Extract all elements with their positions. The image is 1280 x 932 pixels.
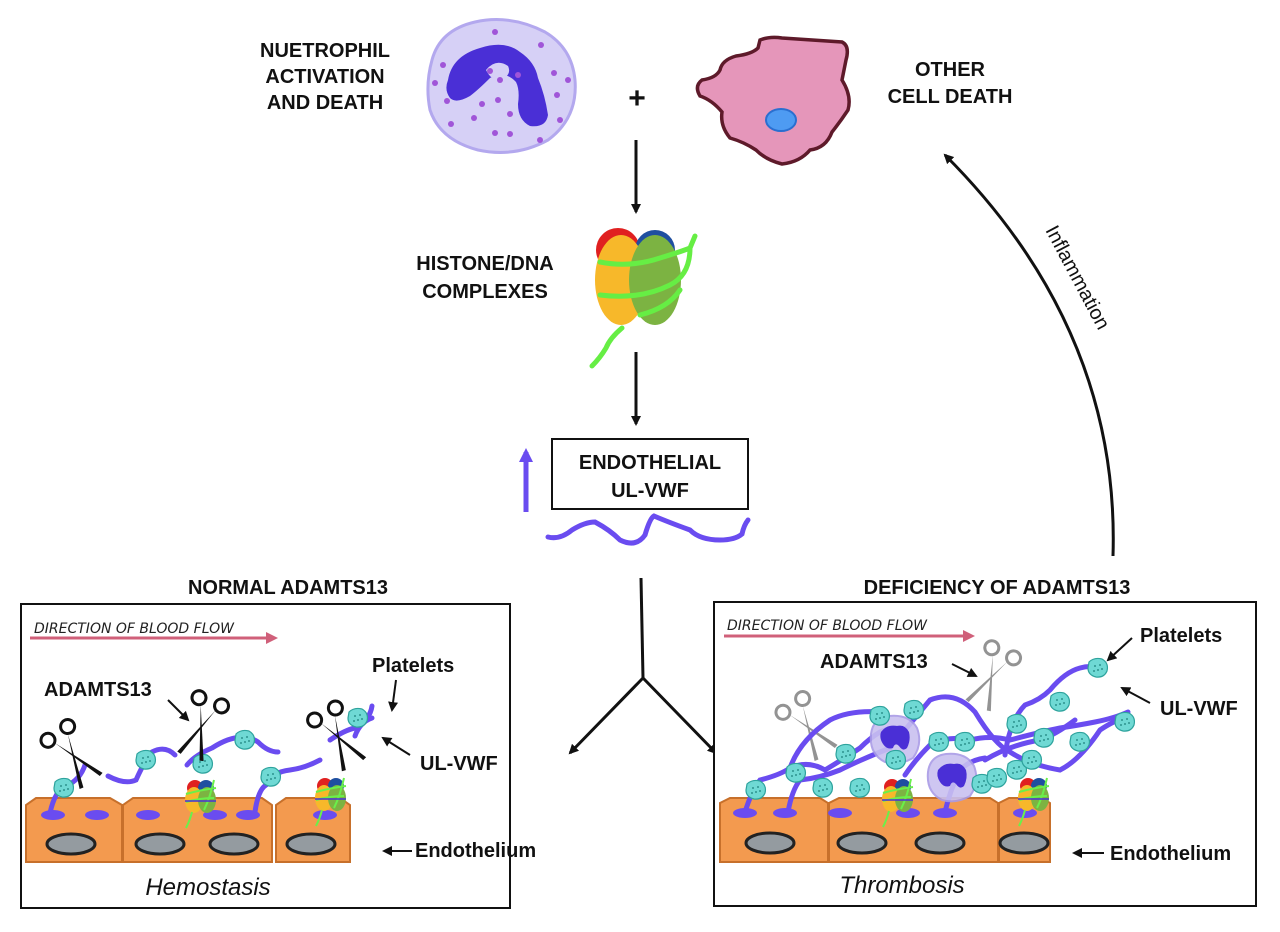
- svg-text:COMPLEXES: COMPLEXES: [422, 281, 548, 303]
- plus-sign: +: [628, 82, 646, 115]
- ulvwf-label: UL-VWF: [611, 480, 689, 502]
- split-arrows: [568, 577, 718, 755]
- endothelial-ulvwf-box: [551, 438, 749, 510]
- inflammation-arrow: [943, 153, 1115, 557]
- deficiency-panel-title: DEFICIENCY OF ADAMTS13: [864, 577, 1131, 599]
- other-cell-label: OTHER CELL DEATH: [888, 59, 1013, 108]
- deficiency-platelets-pointer: [1106, 637, 1133, 662]
- deficiency-platelets-label: Platelets: [1140, 625, 1222, 647]
- neutrophil-cell-icon: [426, 18, 577, 154]
- normal-endothelium-label: Endothelium: [415, 840, 536, 862]
- deficiency-adamts13-pointer: [951, 663, 978, 677]
- svg-text:AND DEATH: AND DEATH: [267, 92, 383, 114]
- ulvwf-strand-icon: [545, 513, 751, 546]
- normal-platelets-label: Platelets: [372, 655, 454, 677]
- normal-outcome-label: Hemostasis: [145, 874, 270, 901]
- normal-flow-label: DIRECTION OF BLOOD FLOW: [34, 621, 235, 637]
- normal-endothelium: [25, 797, 351, 863]
- histone-dna-icon: [589, 228, 698, 369]
- normal-adamts13-label: ADAMTS13: [44, 679, 152, 701]
- svg-text:CELL DEATH: CELL DEATH: [888, 86, 1013, 108]
- svg-text:ACTIVATION: ACTIVATION: [265, 66, 384, 88]
- deficiency-endothelium-label: Endothelium: [1110, 843, 1231, 865]
- endothelial-label: ENDOTHELIAL: [579, 452, 721, 474]
- normal-ulvwf-pointer: [381, 736, 411, 756]
- histone-label: HISTONE/DNA COMPLEXES: [416, 253, 553, 303]
- neutrophil-label: NUETROPHIL ACTIVATION AND DEATH: [260, 40, 390, 114]
- normal-platelets-pointer: [388, 679, 399, 712]
- deficiency-outcome-label: Thrombosis: [839, 872, 964, 899]
- deficiency-endothelium: [719, 797, 1051, 863]
- inflammation-label: Inflammation: [1041, 222, 1114, 333]
- svg-text:OTHER: OTHER: [915, 59, 986, 81]
- svg-text:NUETROPHIL: NUETROPHIL: [260, 40, 390, 62]
- svg-text:HISTONE/DNA: HISTONE/DNA: [416, 253, 553, 275]
- normal-panel-title: NORMAL ADAMTS13: [188, 577, 388, 599]
- normal-ulvwf-label: UL-VWF: [420, 753, 498, 775]
- deficiency-flow-label: DIRECTION OF BLOOD FLOW: [727, 618, 928, 634]
- deficiency-ulvwf-pointer: [1120, 687, 1151, 704]
- normal-adamts13-pointer: [167, 699, 190, 722]
- deficiency-adamts13-label: ADAMTS13: [820, 651, 928, 673]
- other-cell-icon: [695, 35, 851, 166]
- deficiency-ulvwf-label: UL-VWF: [1160, 698, 1238, 720]
